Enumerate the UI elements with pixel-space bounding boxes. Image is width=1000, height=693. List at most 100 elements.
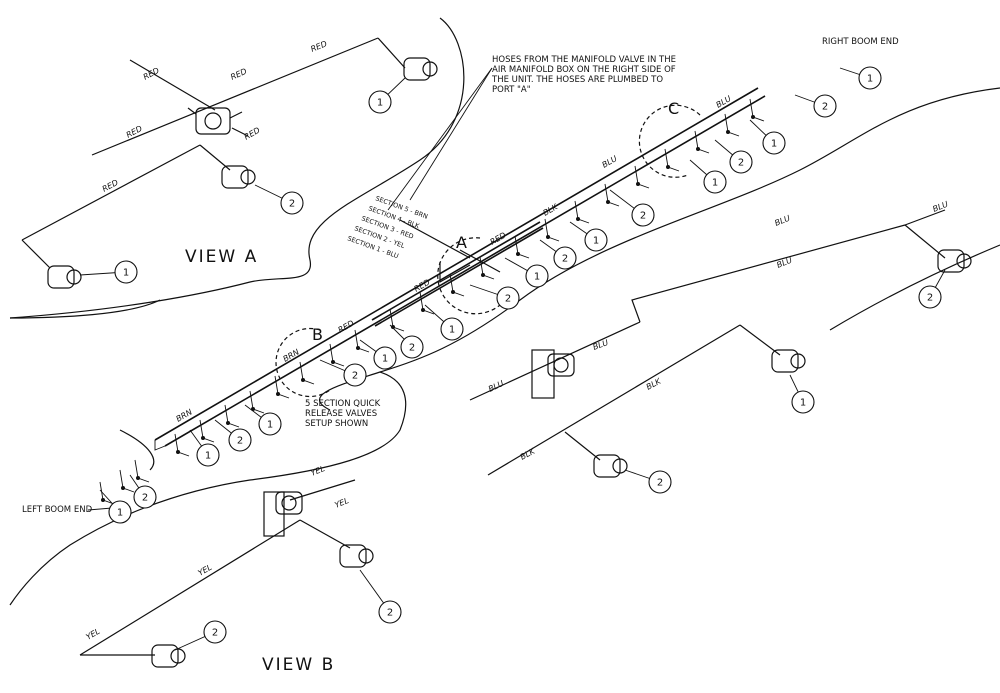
blu-blk-bracket: [531, 349, 555, 399]
nozzle-drop: [354, 329, 370, 353]
blu-blk-valve-body: [547, 353, 575, 377]
callout-bubble: 2: [609, 189, 655, 227]
nozzle-drop: [419, 291, 435, 315]
callout-bubble: 2: [129, 474, 157, 509]
nozzle-drop: [544, 218, 560, 242]
view-a-nozzle-body-2: [221, 165, 256, 189]
callout-number: 1: [377, 98, 383, 109]
nozzle-drop: [99, 481, 115, 505]
section-labels: SECTION 5 - BRN SECTION 4 - BLK SECTION …: [346, 194, 429, 260]
view-a-hose-label-red-5: RED: [101, 178, 120, 194]
quick-release-note-line-2: RELEASE VALVES: [305, 409, 377, 419]
callout-bubble: 2: [389, 324, 424, 359]
callout-number: 2: [927, 293, 933, 304]
nozzle-drop: [389, 308, 405, 332]
nozzle-drop: [329, 343, 345, 367]
nozzle-drop: [749, 98, 765, 122]
left-boom-end-label: LEFT BOOM END: [22, 505, 93, 515]
nozzle-drop: [299, 361, 315, 385]
nozzle-drop: [634, 165, 650, 189]
boom-hose-label-red-3: RED: [337, 319, 356, 335]
nozzle-drop: [449, 273, 465, 297]
callout-number: 2: [657, 478, 663, 489]
callout-bubble: 2: [469, 284, 520, 310]
nozzle-drop: [199, 419, 215, 443]
callout-number: 1: [593, 236, 599, 247]
callout-number: 2: [289, 199, 295, 210]
callout-bubble: 2: [794, 94, 837, 118]
nozzle-drop: [514, 235, 530, 259]
view-b-hose-label-yel-4: YEL: [333, 496, 350, 510]
callout-bubble: 1: [359, 339, 397, 370]
view-b-nozzle-body-2: [151, 644, 186, 668]
hose-label-blu-1: BLU: [487, 379, 505, 394]
callout-bubble: 2: [174, 620, 227, 651]
callout-bubble: 1: [789, 374, 815, 414]
callout-number: 2: [822, 102, 828, 113]
callout-bubble: 2: [539, 239, 577, 270]
callout-bubble: 1: [244, 404, 282, 436]
view-a-hose-label-red-2: RED: [229, 67, 248, 82]
quick-release-note-line-3: SETUP SHOWN: [305, 419, 368, 429]
nozzle-drop: [274, 375, 290, 399]
callout-bubble: 1: [368, 77, 406, 114]
callout-number: 1: [712, 178, 718, 189]
outline-curves: [9, 17, 1000, 606]
callout-number: 2: [142, 493, 148, 504]
blk-nozzle-body-2: [593, 454, 628, 478]
view-b-hose-label-yel-1: YEL: [85, 627, 102, 642]
nozzle-drop: [694, 130, 710, 154]
callout-number: 2: [352, 371, 358, 382]
callout-number: 2: [409, 343, 415, 354]
callout-bubble: 2: [214, 419, 252, 452]
callout-number: 1: [123, 268, 129, 279]
blu-blk-assembly: BLU BLU BLU BLU BLU BLK BLK: [469, 200, 972, 478]
callout-number: 2: [738, 158, 744, 169]
nozzle-drop: [224, 404, 240, 428]
manifold-note-line-4: PORT "A": [492, 85, 531, 95]
nozzle-drop: [724, 113, 740, 137]
right-boom-end-label: RIGHT BOOM END: [822, 37, 899, 47]
callout-number: 2: [387, 608, 393, 619]
callout-bubble: 1: [839, 66, 882, 90]
hose-label-blu-2: BLU: [592, 338, 610, 352]
hose-label-blk-2: BLK: [519, 446, 537, 461]
callout-bubble: 1: [424, 304, 464, 341]
view-a-valve-body: [195, 107, 231, 135]
nozzle-drop: [174, 433, 190, 457]
callout-number: 2: [640, 211, 646, 222]
boom-hose-label-brn-2: BRN: [175, 407, 194, 423]
nozzle-drop: [479, 256, 495, 280]
boom-hose-labels: BRN BRN BLK RED BLU BLU RED RED: [175, 94, 733, 424]
callout-bubble: 2: [714, 139, 753, 174]
callout-number: 1: [534, 272, 540, 283]
callout-bubble: 2: [359, 569, 402, 624]
callout-bubble: 2: [918, 269, 946, 309]
callout-number: 2: [237, 436, 243, 447]
detail-letter-a: A: [456, 233, 467, 252]
hose-label-blu-4: BLU: [773, 214, 791, 228]
hose-label-blk-1: BLK: [645, 376, 663, 391]
callout-bubble: 1: [99, 489, 132, 524]
callout-bubble: 1: [569, 221, 608, 252]
manifold-note-line-3: THE UNIT. THE HOSES ARE PLUMBED TO: [491, 75, 663, 85]
callout-bubble: 1: [689, 159, 727, 194]
nozzle-drop: [664, 148, 680, 172]
callout-number: 1: [382, 354, 388, 365]
view-b-hose-label-yel-3: YEL: [309, 464, 326, 478]
view-b-nozzle-body-1: [339, 544, 374, 568]
callout-number: 2: [505, 294, 511, 305]
quick-release-note: 5 SECTION QUICK RELEASE VALVES SETUP SHO…: [305, 399, 381, 429]
nozzle-drop: [604, 183, 620, 207]
callout-number: 1: [449, 325, 455, 336]
callout-bubble: 2: [254, 184, 304, 215]
callout-number: 1: [800, 398, 806, 409]
callout-number: 1: [867, 74, 873, 85]
manifold-note-line-1: HOSES FROM THE MANIFOLD VALVE IN THE: [492, 55, 676, 65]
view-a-hose-label-red-3: RED: [309, 39, 328, 54]
callout-bubble: 1: [504, 257, 549, 288]
nozzle-drop: [134, 459, 150, 483]
view-a-nozzle-body-3: [47, 265, 82, 289]
